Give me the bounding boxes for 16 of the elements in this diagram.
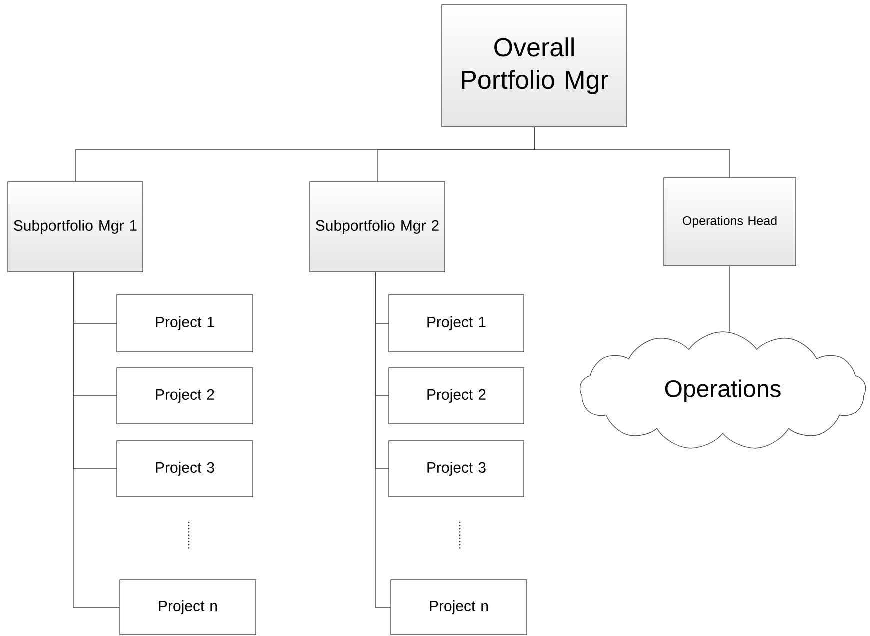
manager-box: Subportfolio Mgr 1	[8, 182, 144, 272]
project-box: Project 3	[116, 440, 254, 498]
connector-line	[73, 272, 120, 608]
operations-cloud: Operations	[580, 332, 866, 449]
manager-box: Overall Portfolio Mgr	[442, 4, 628, 128]
project-box: Project 3	[388, 440, 524, 498]
manager-box: Subportfolio Mgr 2	[310, 182, 446, 272]
connector-line	[375, 272, 391, 608]
connector-line	[534, 126, 730, 178]
project-box: Project 2	[116, 368, 254, 424]
project-box: Project 1	[116, 294, 254, 352]
manager-box: Operations Head	[664, 178, 796, 266]
project-box: Project n	[120, 580, 256, 636]
project-box: Project n	[390, 580, 528, 636]
project-box: Project 1	[388, 294, 524, 352]
project-box: Project 2	[388, 368, 524, 424]
